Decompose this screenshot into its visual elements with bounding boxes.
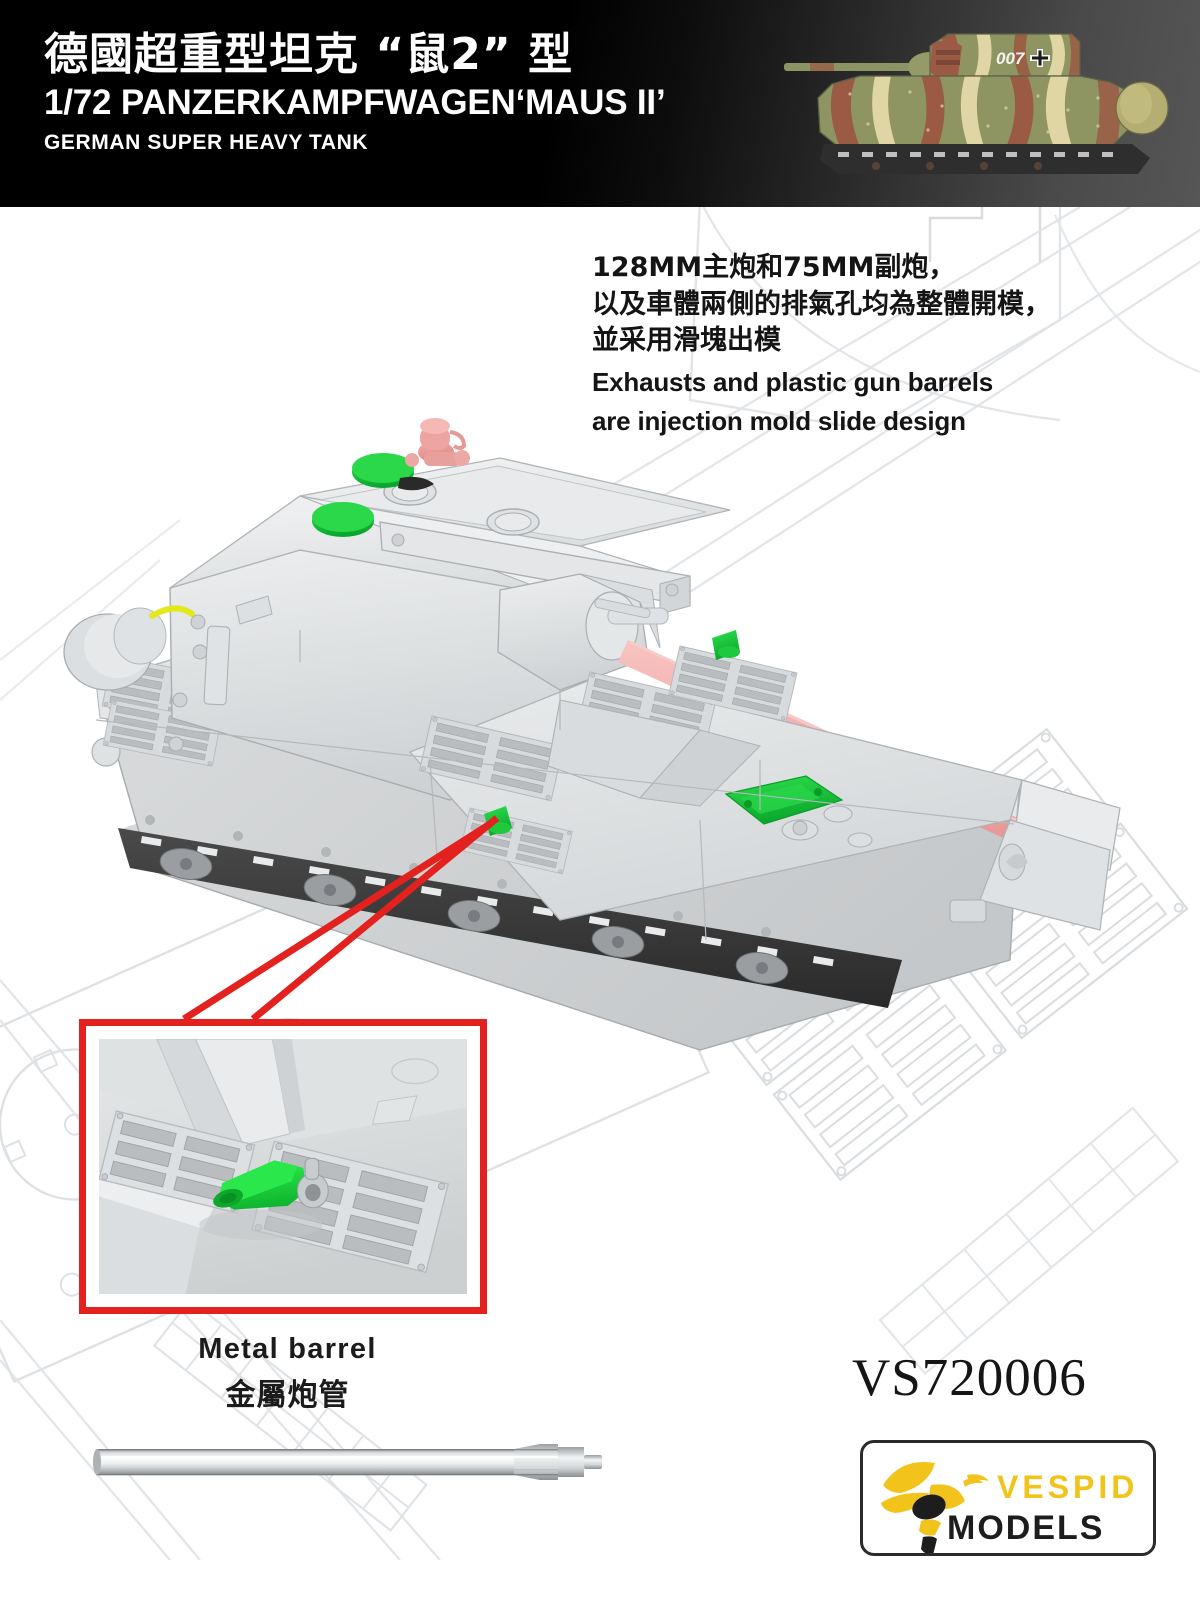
feature-description-block: 128MM主炮和75MM副炮， 以及車體兩側的排氣孔均為整體開模， 並采用滑塊出… <box>592 250 1132 439</box>
exhaust-vent-closeup-photo <box>99 1039 467 1294</box>
metal-barrel-label-group: Metal barrel 金屬炮管 <box>0 1333 575 1414</box>
hull-exhaust-vent-green-front <box>712 630 740 660</box>
feature-text-cn-line-3: 並采用滑塊出模 <box>592 325 781 357</box>
commander-cupola-pink <box>405 418 470 467</box>
brand-logo: VESPID MODELS <box>860 1440 1156 1556</box>
brand-primary-text: VESPID <box>997 1469 1138 1505</box>
page-title-english: 1/72 PANZERKAMPFWAGEN‘MAUS II’ <box>44 83 666 123</box>
exhaust-vent-closeup-inset <box>79 1019 487 1314</box>
turret-hatch-green-2 <box>312 502 374 537</box>
metal-barrel-label-en: Metal barrel <box>198 1333 377 1365</box>
main-tank-render <box>0 400 1200 1100</box>
page-title-chinese: 德國超重型坦克 “鼠2” 型 <box>44 29 574 80</box>
feature-text-en-line-1: Exhausts and plastic gun barrels <box>592 367 994 398</box>
metal-barrel-label-cn: 金屬炮管 <box>225 1378 350 1413</box>
maus-camouflage-illustration: 007 <box>780 6 1200 201</box>
turret-hatch-green-1 <box>352 453 414 488</box>
brand-secondary-text: MODELS <box>947 1509 1104 1547</box>
feature-text-en-line-2: are injection mold slide design <box>592 406 966 437</box>
metal-barrel-part <box>88 1438 608 1486</box>
svg-text:007: 007 <box>996 49 1026 68</box>
header-title-group: 德國超重型坦克 “鼠2” 型 1/72 PANZERKAMPFWAGEN‘MAU… <box>44 29 666 156</box>
feature-text-cn-line-1: 128MM主炮和75MM副炮， <box>592 252 956 283</box>
page-subtitle-english: GERMAN SUPER HEAVY TANK <box>44 131 369 155</box>
header-banner: 德國超重型坦克 “鼠2” 型 1/72 PANZERKAMPFWAGEN‘MAU… <box>0 0 1200 207</box>
feature-text-cn-line-2: 以及車體兩側的排氣孔均為整體開模， <box>592 288 1051 320</box>
product-code: VS720006 <box>852 1349 1087 1407</box>
wasp-icon <box>881 1461 989 1553</box>
